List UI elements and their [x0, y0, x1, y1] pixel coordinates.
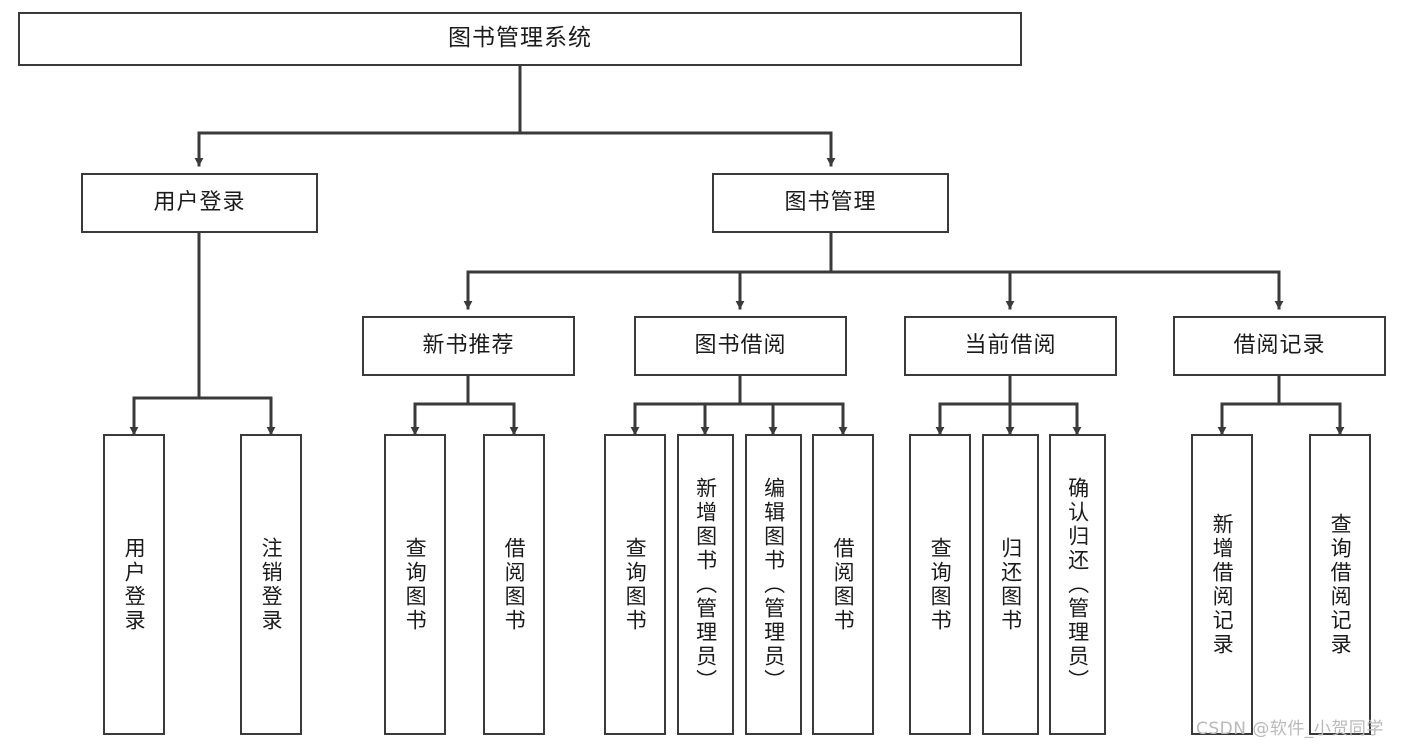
- node-borrow-record-label: 借阅记录: [1233, 332, 1326, 358]
- node-leaf-borrow-book-2-label: 借阅图书: [831, 536, 856, 633]
- node-leaf-query-book-1[interactable]: 查询图书: [384, 434, 446, 735]
- node-leaf-logout-login[interactable]: 注销登录: [240, 434, 302, 735]
- node-leaf-user-login-label: 用户登录: [122, 536, 147, 633]
- node-new-book-recommend-label: 新书推荐: [422, 332, 515, 358]
- node-leaf-add-record-label: 新增借阅记录: [1210, 512, 1235, 657]
- node-book-manage[interactable]: 图书管理: [712, 173, 949, 233]
- node-book-borrow[interactable]: 图书借阅: [634, 316, 847, 376]
- node-leaf-edit-book-label: 编辑图书（管理员）: [761, 476, 786, 693]
- node-leaf-confirm-return[interactable]: 确认归还（管理员）: [1049, 434, 1106, 735]
- node-leaf-return-book-label: 归还图书: [998, 536, 1023, 633]
- node-leaf-confirm-return-label: 确认归还（管理员）: [1065, 476, 1090, 693]
- node-root-label: 图书管理系统: [448, 25, 592, 52]
- node-user-login-label: 用户登录: [153, 189, 246, 215]
- node-leaf-add-record[interactable]: 新增借阅记录: [1191, 434, 1253, 735]
- node-leaf-query-book-3[interactable]: 查询图书: [909, 434, 971, 735]
- node-leaf-borrow-book-1[interactable]: 借阅图书: [483, 434, 545, 735]
- node-book-borrow-label: 图书借阅: [694, 332, 787, 358]
- node-leaf-query-book-2[interactable]: 查询图书: [604, 434, 666, 735]
- csdn-watermark: CSDN @软件_小贺同学: [1196, 719, 1384, 739]
- node-current-borrow-label: 当前借阅: [964, 332, 1057, 358]
- node-leaf-logout-login-label: 注销登录: [259, 536, 284, 633]
- node-current-borrow[interactable]: 当前借阅: [904, 316, 1117, 376]
- node-leaf-query-book-3-label: 查询图书: [928, 536, 953, 633]
- node-leaf-query-record-label: 查询借阅记录: [1328, 512, 1353, 657]
- node-leaf-borrow-book-2[interactable]: 借阅图书: [812, 434, 874, 735]
- node-book-manage-label: 图书管理: [784, 189, 877, 215]
- node-leaf-query-record[interactable]: 查询借阅记录: [1309, 434, 1371, 735]
- node-leaf-return-book[interactable]: 归还图书: [982, 434, 1039, 735]
- node-leaf-add-book[interactable]: 新增图书（管理员）: [677, 434, 734, 735]
- node-leaf-query-book-2-label: 查询图书: [623, 536, 648, 633]
- node-user-login[interactable]: 用户登录: [81, 173, 318, 233]
- node-leaf-user-login[interactable]: 用户登录: [103, 434, 165, 735]
- node-leaf-add-book-label: 新增图书（管理员）: [693, 476, 718, 693]
- node-borrow-record[interactable]: 借阅记录: [1173, 316, 1386, 376]
- node-root[interactable]: 图书管理系统: [18, 12, 1022, 66]
- node-new-book-recommend[interactable]: 新书推荐: [362, 316, 575, 376]
- node-leaf-query-book-1-label: 查询图书: [403, 536, 428, 633]
- node-leaf-edit-book[interactable]: 编辑图书（管理员）: [745, 434, 802, 735]
- node-leaf-borrow-book-1-label: 借阅图书: [502, 536, 527, 633]
